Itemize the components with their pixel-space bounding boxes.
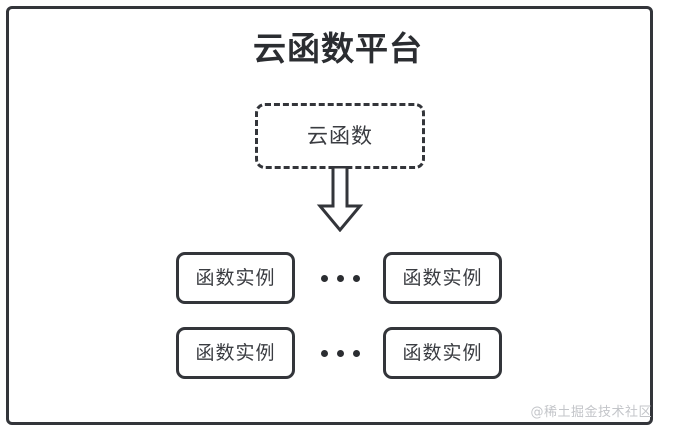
ellipsis-dot	[352, 349, 360, 357]
ellipsis-dot	[320, 274, 328, 282]
watermark: @稀土掘金技术社区	[530, 405, 652, 420]
page-title: 云函数平台	[253, 29, 423, 68]
ellipsis-row-2	[310, 346, 370, 360]
function-instance-box: 函数实例	[383, 252, 502, 304]
function-instance-box: 函数实例	[176, 252, 295, 304]
function-instance-label: 函数实例	[402, 266, 483, 289]
function-instance-label: 函数实例	[402, 341, 483, 364]
cloud-function-box: 云函数	[255, 103, 425, 169]
ellipsis-dot	[336, 349, 344, 357]
down-block-arrow-icon	[316, 165, 364, 233]
ellipsis-row-1	[310, 271, 370, 285]
ellipsis-dot	[320, 349, 328, 357]
function-instance-label: 函数实例	[195, 266, 276, 289]
function-instance-box: 函数实例	[383, 327, 502, 379]
function-instance-label: 函数实例	[195, 341, 276, 364]
ellipsis-dot	[336, 274, 344, 282]
cloud-function-label: 云函数	[307, 123, 373, 148]
function-instance-box: 函数实例	[176, 327, 295, 379]
ellipsis-dot	[352, 274, 360, 282]
